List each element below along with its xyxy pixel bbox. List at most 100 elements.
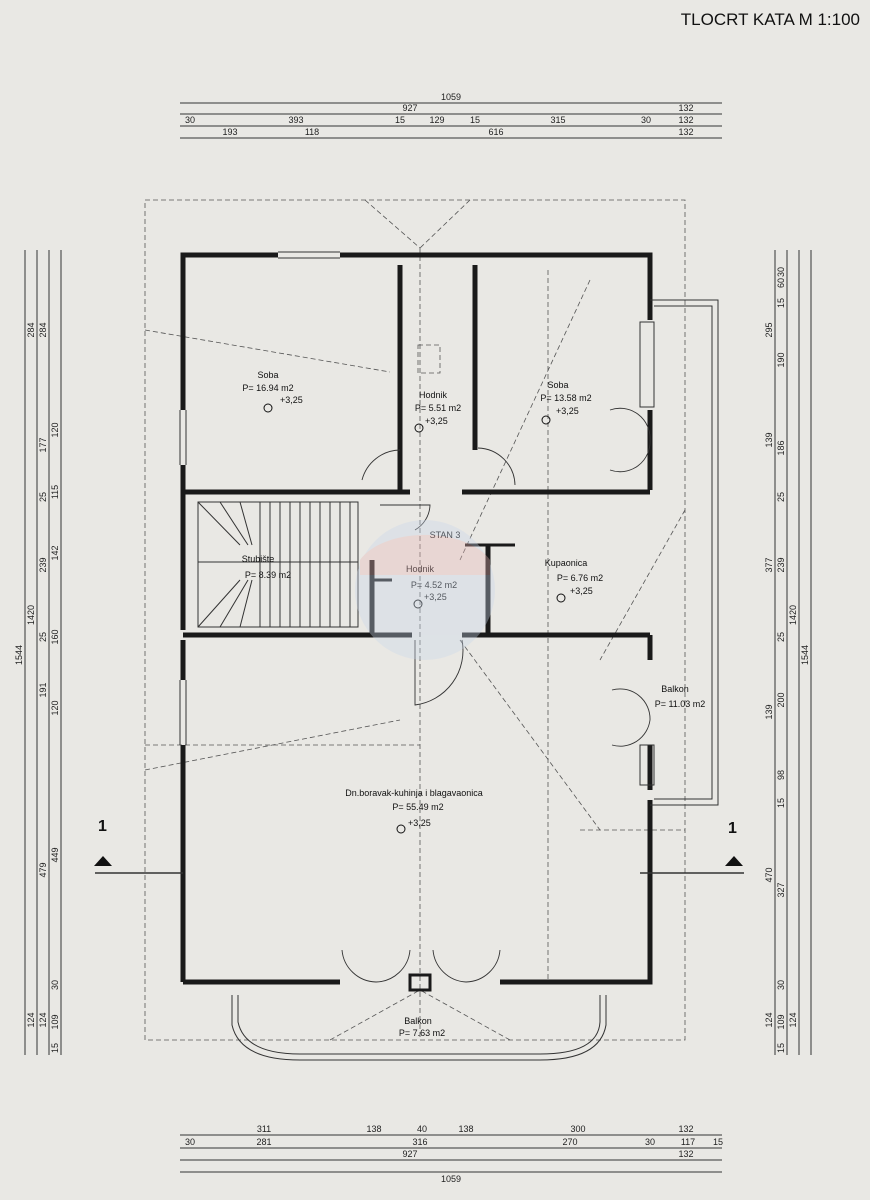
dim-right-c2: 124 [788, 1012, 798, 1027]
dim-top-r3: 118 [305, 127, 319, 137]
room-boravak-name: Dn.boravak-kuhinja i blagavaonica [345, 788, 483, 798]
level-marker-icon [263, 403, 273, 413]
dim-right-c4: 25 [776, 492, 786, 502]
dim-right-c4: 190 [776, 352, 786, 367]
dim-left-total: 1544 [14, 645, 24, 665]
dim-left-c3: 284 [38, 322, 48, 337]
room-soba-right-level: +3,25 [556, 406, 579, 416]
dim-right-c3: 470 [764, 867, 774, 882]
dim-bottom-r2: 281 [256, 1137, 271, 1147]
dim-bottom-r2: 15 [713, 1137, 723, 1147]
dim-left-c2: 124 [26, 1012, 36, 1027]
room-hodnik-top-area: P= 5.51 m2 [415, 403, 461, 413]
dim-left-c2: 284 [26, 322, 36, 337]
dims-bottom: 311 138 40 138 300 132 30 281 316 270 30… [185, 1124, 723, 1184]
dim-top-r1: 927 [402, 103, 417, 113]
dim-right-c4: 98 [776, 770, 786, 780]
dim-right-c4: 15 [776, 1043, 786, 1053]
dim-left-c4: 115 [50, 485, 60, 499]
dim-top-r2: 15 [395, 115, 405, 125]
room-soba-left-level: +3,25 [280, 395, 303, 405]
room-balkon-front-area: P= 7.63 m2 [399, 1028, 445, 1038]
dim-bottom-r3: 927 [402, 1149, 417, 1159]
dim-top-r2: 30 [185, 115, 195, 125]
dim-left-c4: 30 [50, 980, 60, 990]
dim-right-c4: 30 [776, 980, 786, 990]
dim-bottom-r1: 311 [257, 1124, 271, 1134]
dim-right-c3: 377 [764, 557, 774, 572]
dim-top-r2: 315 [550, 115, 565, 125]
unit-label: STAN 3 [430, 530, 461, 540]
level-marker-icon [414, 423, 424, 433]
dim-top-total: 1059 [441, 92, 461, 102]
dims-left: 1544 284 1420 124 284 177 25 239 25 191 … [14, 322, 60, 1053]
dim-left-c4: 109 [50, 1014, 60, 1029]
room-kupaonica-area: P= 6.76 m2 [557, 573, 603, 583]
dim-left-c3: 191 [38, 682, 48, 697]
dims-top: 1059 927 132 30 393 15 129 15 315 30 132… [185, 92, 694, 137]
room-soba-left-area: P= 16.94 m2 [242, 383, 293, 393]
dim-right-c3: 124 [764, 1012, 774, 1027]
dim-left-c4: 15 [50, 1043, 60, 1053]
dim-right-c4: 109 [776, 1014, 786, 1029]
dim-left-c4: 142 [50, 545, 60, 560]
dim-bottom-r2: 30 [645, 1137, 655, 1147]
dim-bottom-r2: 316 [412, 1137, 427, 1147]
room-labels: Soba P= 16.94 m2 +3,25 Hodnik P= 5.51 m2… [242, 370, 706, 1038]
dim-right-c4: 186 [776, 440, 786, 455]
room-boravak-area: P= 55.49 m2 [392, 802, 443, 812]
dim-bottom-r1: 138 [458, 1124, 473, 1134]
dim-top-r2: 129 [429, 115, 444, 125]
dim-bottom-r2: 270 [562, 1137, 577, 1147]
dim-left-c3: 25 [38, 492, 48, 502]
section-marker-left-label: 1 [98, 818, 107, 835]
dim-left-c3: 177 [38, 437, 48, 452]
room-kupaonica-name: Kupaonica [545, 558, 588, 568]
dim-left-c3: 124 [38, 1012, 48, 1027]
dim-bottom-r1: 40 [417, 1124, 427, 1134]
room-boravak-level: +3,25 [408, 818, 431, 828]
dim-bottom-total: 1059 [441, 1174, 461, 1184]
dim-bottom-r2: 117 [681, 1137, 695, 1147]
dim-right-c3: 139 [764, 704, 774, 719]
doors [341, 407, 651, 983]
level-marker-icon [396, 824, 406, 834]
dim-left-c3: 479 [38, 862, 48, 877]
level-marker-icons [263, 403, 566, 834]
section-cut-lines [94, 856, 744, 874]
room-balkon-front-name: Balkon [404, 1016, 432, 1026]
dim-right-c3: 295 [764, 322, 774, 337]
room-hodnik-mid-name: Hodnik [406, 564, 435, 574]
stairs [197, 501, 359, 628]
walls [180, 252, 653, 992]
dim-left-c4: 160 [50, 629, 60, 644]
dim-top-r2: 30 [641, 115, 651, 125]
dim-bottom-r1: 132 [678, 1124, 693, 1134]
room-balkon-side-name: Balkon [661, 684, 689, 694]
section-marker-right-label: 1 [728, 820, 737, 837]
dim-left-c3: 239 [38, 557, 48, 572]
dim-left-c2: 1420 [26, 605, 36, 625]
roof-outline [144, 199, 686, 1041]
dim-top-r1: 132 [678, 103, 693, 113]
room-soba-left-name: Soba [257, 370, 278, 380]
dim-top-r3: 193 [222, 127, 237, 137]
dim-top-r2: 393 [288, 115, 303, 125]
dim-top-r3: 616 [488, 127, 503, 137]
dim-right-c4: 15 [776, 798, 786, 808]
dim-bottom-r1: 300 [570, 1124, 585, 1134]
dim-right-c4: 327 [776, 882, 786, 897]
room-hodnik-top-level: +3,25 [425, 416, 448, 426]
room-hodnik-top-name: Hodnik [419, 390, 448, 400]
dim-right-total: 1544 [800, 645, 810, 665]
dim-left-c4: 120 [50, 700, 60, 715]
plan-title: TLOCRT KATA M 1:100 [680, 10, 860, 29]
dim-right-c4: 25 [776, 632, 786, 642]
dim-left-c3: 25 [38, 632, 48, 642]
room-soba-right-area: P= 13.58 m2 [540, 393, 591, 403]
dim-right-c2: 1420 [788, 605, 798, 625]
dim-top-r3: 132 [678, 127, 693, 137]
balconies [231, 299, 719, 1061]
dim-right-c4: 200 [776, 692, 786, 707]
